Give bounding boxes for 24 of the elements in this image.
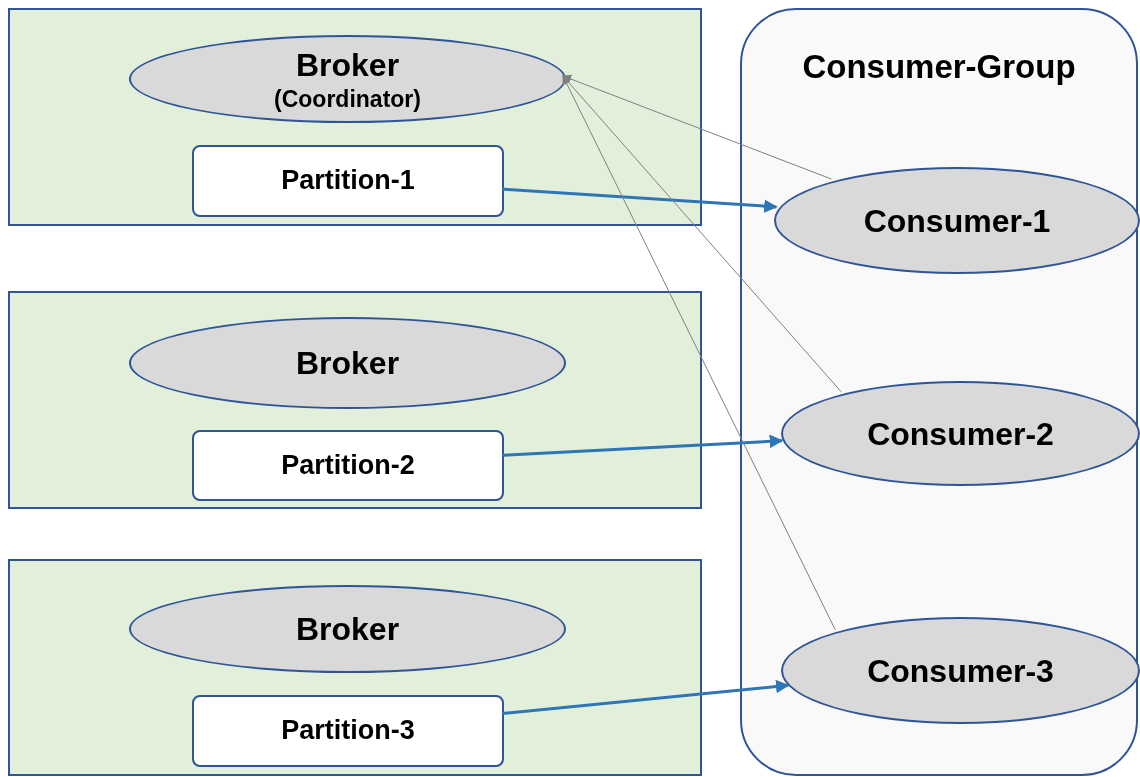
arrow xyxy=(501,187,778,213)
node-label: Partition-3 xyxy=(281,714,415,748)
node-label: Broker xyxy=(295,344,400,383)
arrow xyxy=(562,75,842,393)
node-label: Consumer-3 xyxy=(867,651,1054,691)
node-label: Broker xyxy=(295,610,400,649)
broker-box xyxy=(8,559,702,776)
node-label: Broker xyxy=(295,45,400,85)
node-label: Partition-1 xyxy=(281,164,415,198)
arrow xyxy=(501,434,784,457)
node-subtitle: (Coordinator) xyxy=(274,84,421,114)
partition-box xyxy=(192,695,504,767)
node-label: Partition-2 xyxy=(281,448,415,482)
broker-box xyxy=(8,291,702,509)
broker-box xyxy=(8,8,702,226)
partition-box xyxy=(192,145,504,217)
partition-box xyxy=(192,430,504,501)
node-label: Consumer-1 xyxy=(863,201,1051,241)
arrow xyxy=(501,679,790,716)
group-box xyxy=(740,8,1138,776)
node-label: Consumer-2 xyxy=(867,414,1054,454)
group-title: Consumer-Group xyxy=(802,47,1076,87)
arrow xyxy=(562,75,836,631)
arrow xyxy=(562,74,832,180)
